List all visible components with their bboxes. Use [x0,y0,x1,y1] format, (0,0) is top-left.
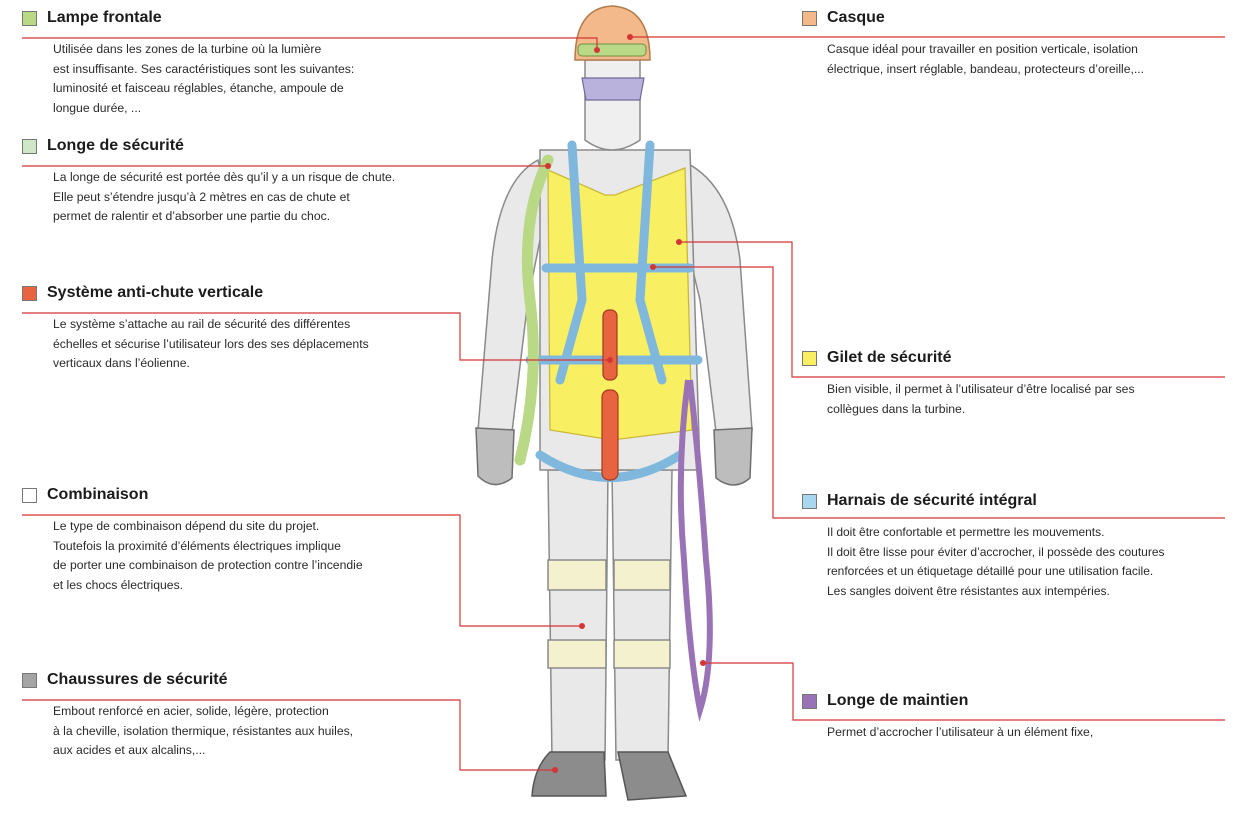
leader-dot-gilet [676,239,682,245]
label-anti-chute: Système anti-chute verticale Le système … [22,284,462,374]
safety-boots [531,751,688,801]
leader-lines [22,34,1225,773]
leader-line-lampe [22,37,598,50]
positioning-lanyard [677,379,713,722]
label-longe-securite: Longe de sécurité La longe de sécurité e… [22,137,482,227]
desc-casque: Casque idéal pour travailler en position… [827,42,1145,76]
desc-anti-chute: Le système s’attache au rail de sécurité… [53,317,369,370]
leader-line-chaussures [22,699,555,771]
desc-harnais: Il doit être confortable et permettre le… [827,525,1165,598]
label-casque: Casque Casque idéal pour travailler en p… [802,9,1222,79]
leader-line-anti-chute [22,312,610,361]
head [584,59,641,151]
title-lampe: Lampe frontale [47,9,162,26]
leader-line-longe-maintien [703,662,1225,721]
headlamp-band [577,43,647,57]
desc-longe-maintien: Permet d’accrocher l’utilisateur à un él… [827,725,1094,739]
title-harnais: Harnais de sécurité intégral [827,492,1037,509]
label-chaussures: Chaussures de sécurité Embout renforcé e… [22,671,462,761]
leader-dot-casque [627,34,633,40]
label-combinaison: Combinaison Le type de combinaison dépen… [22,486,462,595]
leader-dot-anti-chute [607,357,613,363]
leader-dot-harnais [650,264,656,270]
swatch-casque [802,10,817,26]
gloves [475,427,753,486]
leader-line-combinaison [22,514,582,627]
desc-combinaison: Le type de combinaison dépend du site du… [53,519,363,592]
leader-dot-chaussures [552,767,558,773]
safety-lanyard [514,154,554,466]
desc-lampe: Utilisée dans les zones de la turbine où… [53,42,355,115]
swatch-lampe [22,10,37,26]
suit-legs [547,469,673,761]
safety-vest [547,167,693,441]
swatch-combinaison [22,487,37,503]
title-combinaison: Combinaison [47,486,149,503]
label-harnais: Harnais de sécurité intégral Il doit êtr… [802,492,1230,601]
title-anti-chute: Système anti-chute verticale [47,284,264,301]
anti-fall-device [601,309,619,481]
swatch-chaussures [22,672,37,688]
title-gilet: Gilet de sécurité [827,349,952,366]
leader-dot-longe-securite [545,163,551,169]
title-chaussures: Chaussures de sécurité [47,671,228,688]
label-lampe: Lampe frontale Utilisée dans les zones d… [22,9,462,118]
swatch-gilet [802,350,817,366]
desc-chaussures: Embout renforcé en acier, solide, légère… [53,704,354,757]
leader-dot-longe-maintien [700,660,706,666]
label-gilet: Gilet de sécurité Bien visible, il perme… [802,349,1222,419]
desc-gilet: Bien visible, il permet à l’utilisateur … [827,382,1135,416]
label-longe-maintien: Longe de maintien Permet d’accrocher l’u… [802,692,1222,743]
title-longe-maintien: Longe de maintien [827,692,969,709]
leader-line-harnais [653,266,1225,519]
leader-dot-lampe [594,47,600,53]
leader-dot-combinaison [579,623,585,629]
swatch-longe-maintien [802,693,817,709]
swatch-anti-chute [22,285,37,301]
desc-longe-securite: La longe de sécurité est portée dès qu’i… [53,170,396,223]
swatch-harnais [802,493,817,509]
title-casque: Casque [827,9,885,26]
title-longe-securite: Longe de sécurité [47,137,184,154]
leader-line-gilet [679,241,1225,378]
goggles [581,77,645,101]
swatch-longe-securite [22,138,37,154]
